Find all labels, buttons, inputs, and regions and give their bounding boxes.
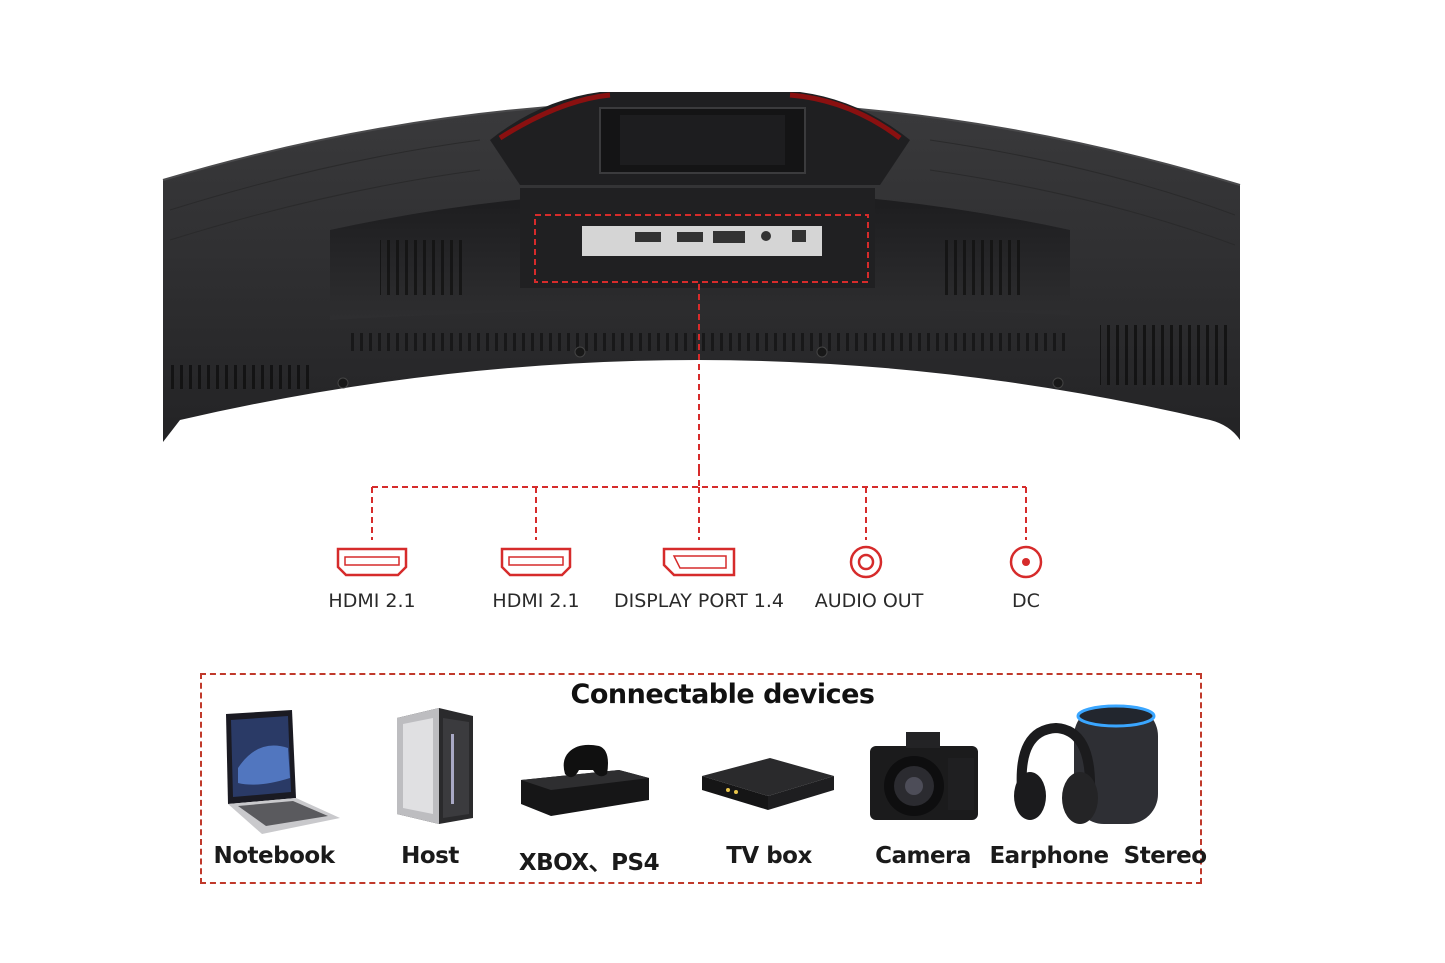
device-label-notebook: Notebook xyxy=(213,843,335,869)
port-label-audio-out: AUDIO OUT xyxy=(814,590,924,612)
game-console-icon xyxy=(521,744,649,816)
devices-box xyxy=(200,673,1202,884)
device-label-earphone-stereo: Earphone Stereo xyxy=(989,843,1207,869)
hdmi-port-icon xyxy=(336,547,408,577)
port-label-hdmi-2: HDMI 2.1 xyxy=(492,590,580,612)
port-label-displayport: DISPLAY PORT 1.4 xyxy=(613,590,785,612)
port-label-dc: DC xyxy=(1012,590,1040,612)
headphones-speaker-icon xyxy=(1014,704,1158,824)
notebook-icon xyxy=(226,710,340,834)
device-label-tv-box: TV box xyxy=(726,843,812,869)
port-connector-lines xyxy=(371,470,1027,540)
device-label-console: XBOX、PS4 xyxy=(518,850,660,876)
displayport-icon xyxy=(662,547,736,577)
port-label-hdmi-1: HDMI 2.1 xyxy=(328,590,416,612)
hdmi-port-icon xyxy=(500,547,572,577)
devices-title: Connectable devices xyxy=(570,679,875,710)
device-label-camera: Camera xyxy=(875,843,971,869)
tv-box-icon xyxy=(702,758,834,810)
dc-power-icon xyxy=(1009,545,1043,579)
pc-tower-icon xyxy=(397,708,473,824)
monitor-bottom-view xyxy=(162,92,1241,470)
audio-out-icon xyxy=(849,545,883,579)
camera-icon xyxy=(870,732,978,820)
device-label-host: Host xyxy=(401,843,459,869)
